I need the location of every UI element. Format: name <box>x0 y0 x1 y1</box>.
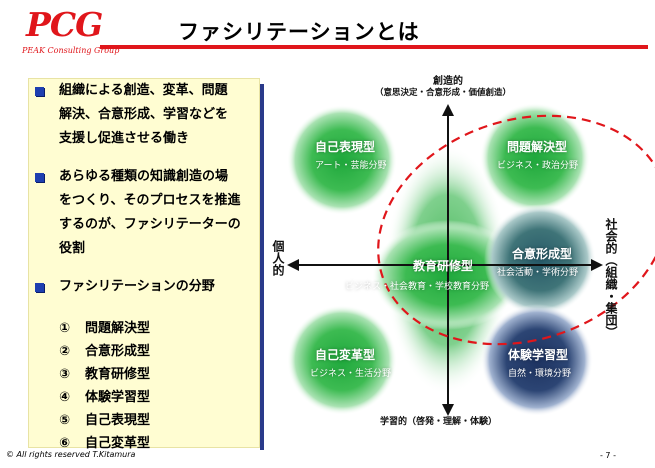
bullet-text-1: 組織による創造、変革、問題 解決、合意形成、学習などを 支援し促進させる働き <box>59 79 228 151</box>
bullet-text-2: あらゆる種類の知識創造の場 をつくり、そのプロセスを推進 するのが、ファシリテー… <box>59 165 241 261</box>
bullet-icon <box>35 87 44 96</box>
facilitation-diagram: 創造的 （意思決定・合意形成・価値創造） 学習的（啓発・理解・体験） 個人的 社… <box>265 70 655 440</box>
item-label: 問題解決型 <box>85 321 151 336</box>
item-label: 合意形成型 <box>85 344 151 359</box>
bullet-line: するのが、ファシリテーターの <box>59 217 241 232</box>
item-label: 体験学習型 <box>85 390 151 405</box>
bullet-text-3: ファシリテーションの分野 <box>59 275 215 299</box>
bubble-subtitle: ビジネス・社会教育・学校教育分野 <box>345 282 490 292</box>
item-number: ⑥ <box>59 436 71 451</box>
bullet-line: ファシリテーションの分野 <box>59 279 215 294</box>
page-title: ファシリテーションとは <box>178 20 420 44</box>
item-label: 自己表現型 <box>85 413 151 428</box>
bubble-subtitle: ビジネス・政治分野 <box>497 161 579 171</box>
page-number: - 7 - <box>600 451 616 460</box>
bubble-subtitle: 社会活動・学術分野 <box>497 268 579 278</box>
bullet-line: あらゆる種類の知識創造の場 <box>59 169 229 184</box>
axis-left-label: 個人的 <box>271 240 285 276</box>
arrow-right-icon <box>591 259 603 271</box>
item-label: 教育研修型 <box>85 367 151 382</box>
bubble-self-change <box>287 305 397 415</box>
bullet-icon <box>35 283 44 292</box>
arrow-down-icon <box>442 404 454 416</box>
text-panel: 組織による創造、変革、問題 解決、合意形成、学習などを 支援し促進させる働き あ… <box>28 78 260 451</box>
item-label: 自己変革型 <box>85 436 151 451</box>
numbered-item: ⑥ 自己変革型 <box>59 432 150 451</box>
bubble-title: 教育研修型 <box>413 259 474 273</box>
axis-right-label: 社会的（組織・集団） <box>604 218 618 338</box>
axis-bottom-label: 学習的（啓発・理解・体験） <box>380 417 498 427</box>
bullet-line: 支援し促進させる働き <box>59 131 190 146</box>
numbered-item: ④ 体験学習型 <box>59 386 150 405</box>
pcg-logo: PCG PEAK Consulting Group <box>22 5 132 55</box>
item-number: ② <box>59 344 71 359</box>
bubble-title: 体験学習型 <box>508 348 569 362</box>
axis-top-sublabel: （意思決定・合意形成・価値創造） <box>375 88 512 98</box>
arrow-up-icon <box>442 104 454 116</box>
numbered-item: ① 問題解決型 <box>59 317 150 336</box>
copyright: © All rights reserved T.Kitamura <box>6 450 136 459</box>
arrow-left-icon <box>287 259 299 271</box>
bubble-title: 問題解決型 <box>507 140 568 154</box>
bubble-title: 合意形成型 <box>512 247 573 261</box>
numbered-item: ⑤ 自己表現型 <box>59 409 150 428</box>
bubble-problem-solving <box>480 103 590 213</box>
bullet-line: 解決、合意形成、学習などを <box>59 107 229 122</box>
item-number: ⑤ <box>59 413 71 428</box>
bubble-self-expression <box>287 105 397 215</box>
bullet-line: 役割 <box>59 241 86 256</box>
bullet-line: をつくり、そのプロセスを推進 <box>59 193 241 208</box>
item-number: ③ <box>59 367 71 382</box>
bubble-subtitle: 自然・環境分野 <box>508 369 572 379</box>
numbered-item: ② 合意形成型 <box>59 340 150 359</box>
bubble-subtitle: ビジネス・生活分野 <box>310 369 392 379</box>
item-number: ① <box>59 321 71 336</box>
axis-top-label: 創造的 <box>433 76 463 87</box>
logo-subtitle: PEAK Consulting Group <box>22 46 120 55</box>
title-underline <box>100 45 648 49</box>
diagram-graphics <box>287 103 655 416</box>
bubble-title: 自己変革型 <box>315 348 376 362</box>
highlight-dashed-ellipse <box>377 114 655 346</box>
bullet-icon <box>35 173 44 182</box>
bubble-title: 自己表現型 <box>315 140 376 154</box>
bubble-subtitle: アート・芸能分野 <box>315 161 387 171</box>
bubble-consensus <box>484 204 596 316</box>
panel-shadow <box>260 84 264 450</box>
item-number: ④ <box>59 390 71 405</box>
bullet-line: 組織による創造、変革、問題 <box>59 83 228 98</box>
logo-text: PCG <box>26 5 103 44</box>
numbered-item: ③ 教育研修型 <box>59 363 150 382</box>
